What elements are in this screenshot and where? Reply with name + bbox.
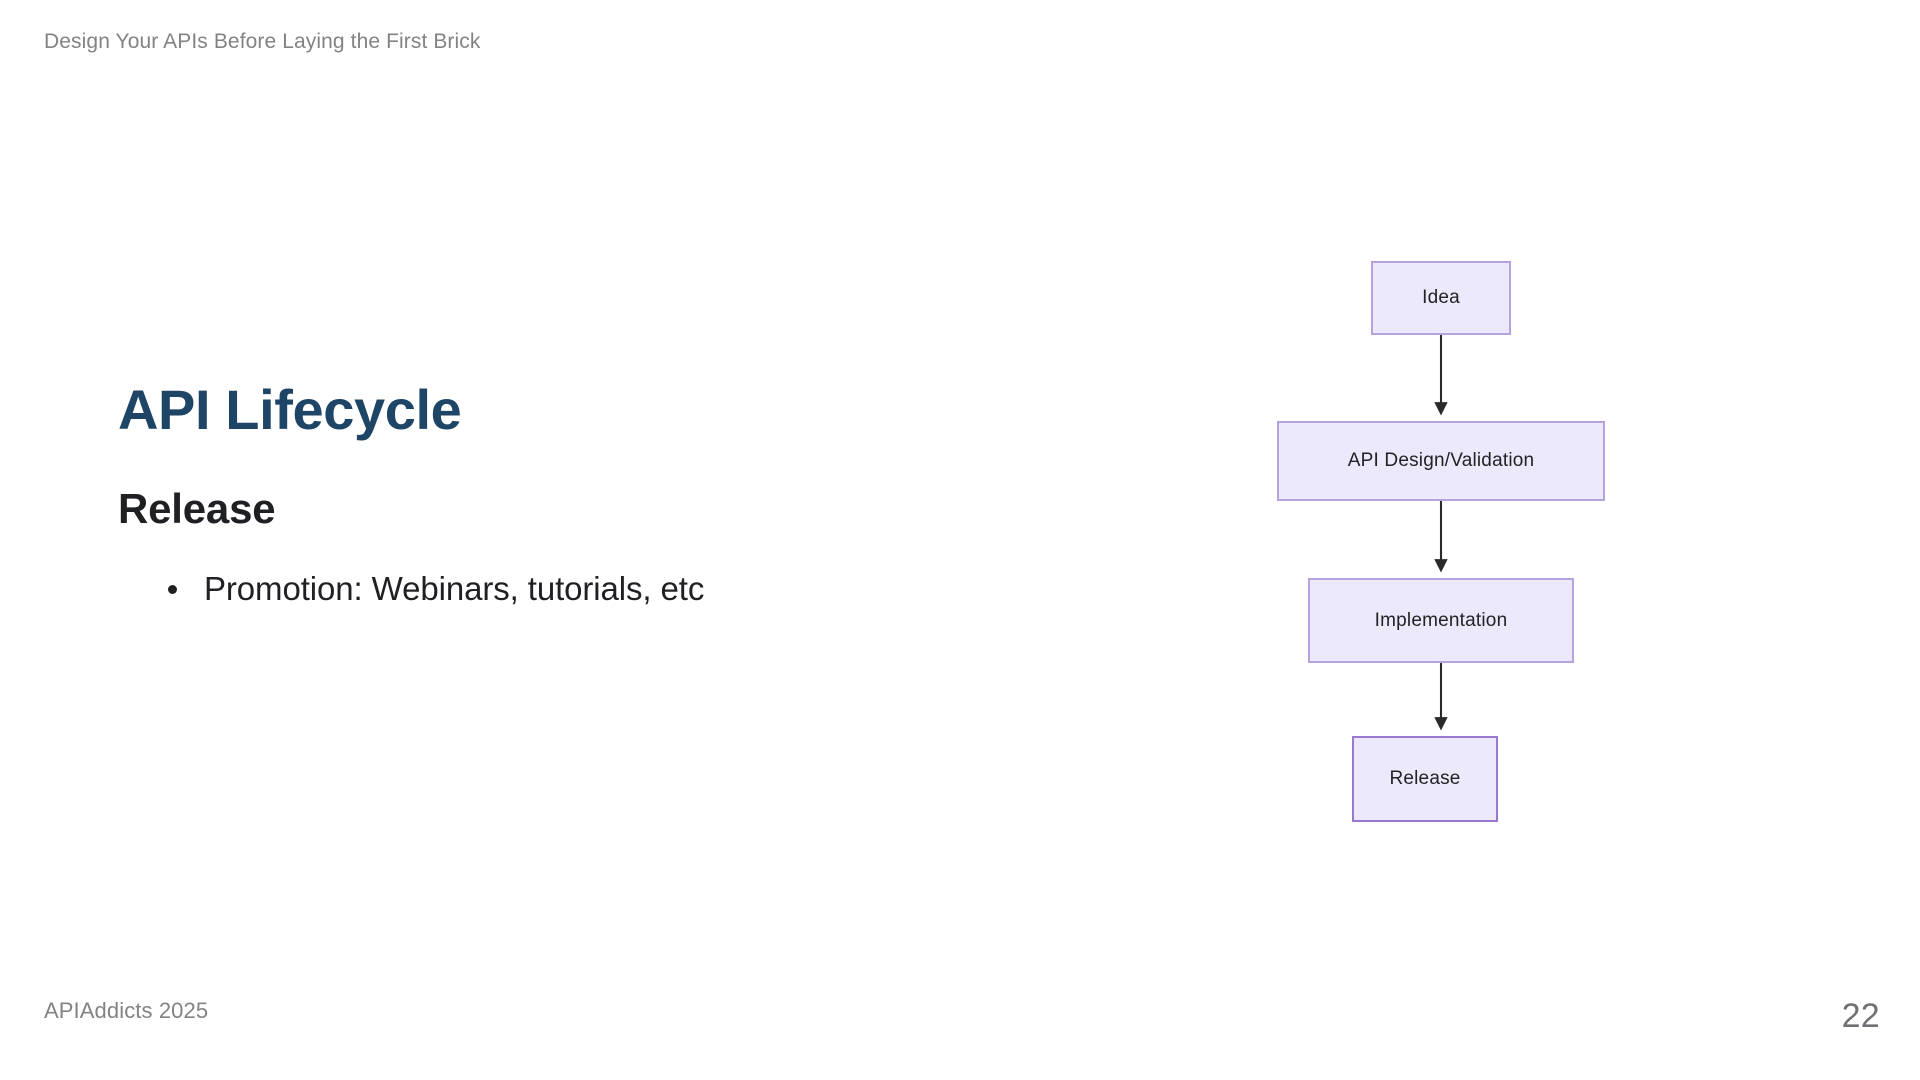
page-title: API Lifecycle	[118, 378, 462, 441]
flow-node-idea: Idea	[1371, 261, 1511, 335]
section-subtitle: Release	[118, 485, 276, 533]
bullet-list: Promotion: Webinars, tutorials, etc	[118, 567, 938, 612]
content-column: API Lifecycle Release Promotion: Webinar…	[118, 378, 938, 623]
flow-node-release: Release	[1352, 736, 1498, 822]
api-lifecycle-flowchart: Idea API Design/Validation Implementatio…	[1180, 250, 1740, 850]
flow-node-release-label: Release	[1389, 768, 1461, 789]
flow-node-api-design-validation: API Design/Validation	[1277, 421, 1605, 501]
slide-header-title: Design Your APIs Before Laying the First…	[44, 30, 481, 53]
footer-page-number: 22	[1841, 997, 1880, 1035]
flowchart-connectors	[1434, 335, 1448, 731]
flow-node-api-design-validation-label: API Design/Validation	[1347, 450, 1535, 471]
flow-node-implementation-label: Implementation	[1374, 609, 1508, 631]
footer-brand: APIAddicts 2025	[44, 998, 209, 1023]
flow-node-idea-label: Idea	[1422, 287, 1460, 308]
list-item: Promotion: Webinars, tutorials, etc	[166, 567, 938, 612]
flow-node-implementation: Implementation	[1308, 578, 1574, 663]
